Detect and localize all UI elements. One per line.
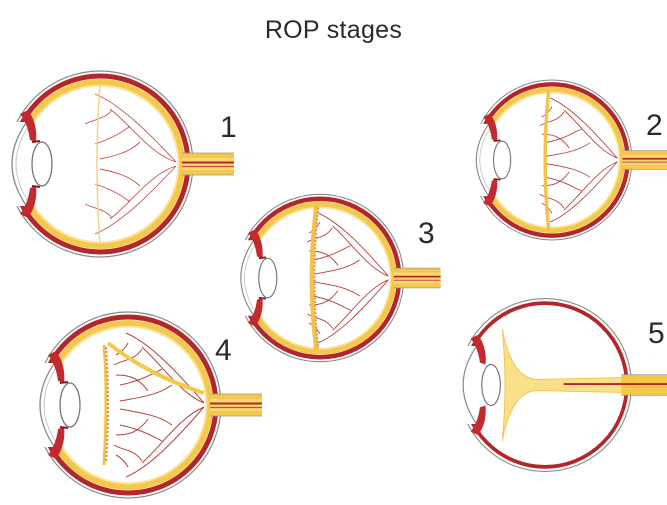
stage-5-eye bbox=[452, 299, 667, 472]
stage-2-eye bbox=[466, 80, 667, 240]
stage-5-label: 5 bbox=[648, 317, 665, 350]
stage-3-label: 3 bbox=[418, 217, 435, 250]
stage-1-eye bbox=[0, 71, 234, 257]
stage-3-eye bbox=[230, 194, 441, 361]
stage-4-label: 4 bbox=[215, 334, 232, 367]
stage-2-label: 2 bbox=[646, 109, 663, 142]
stage-1-label: 1 bbox=[220, 111, 237, 144]
